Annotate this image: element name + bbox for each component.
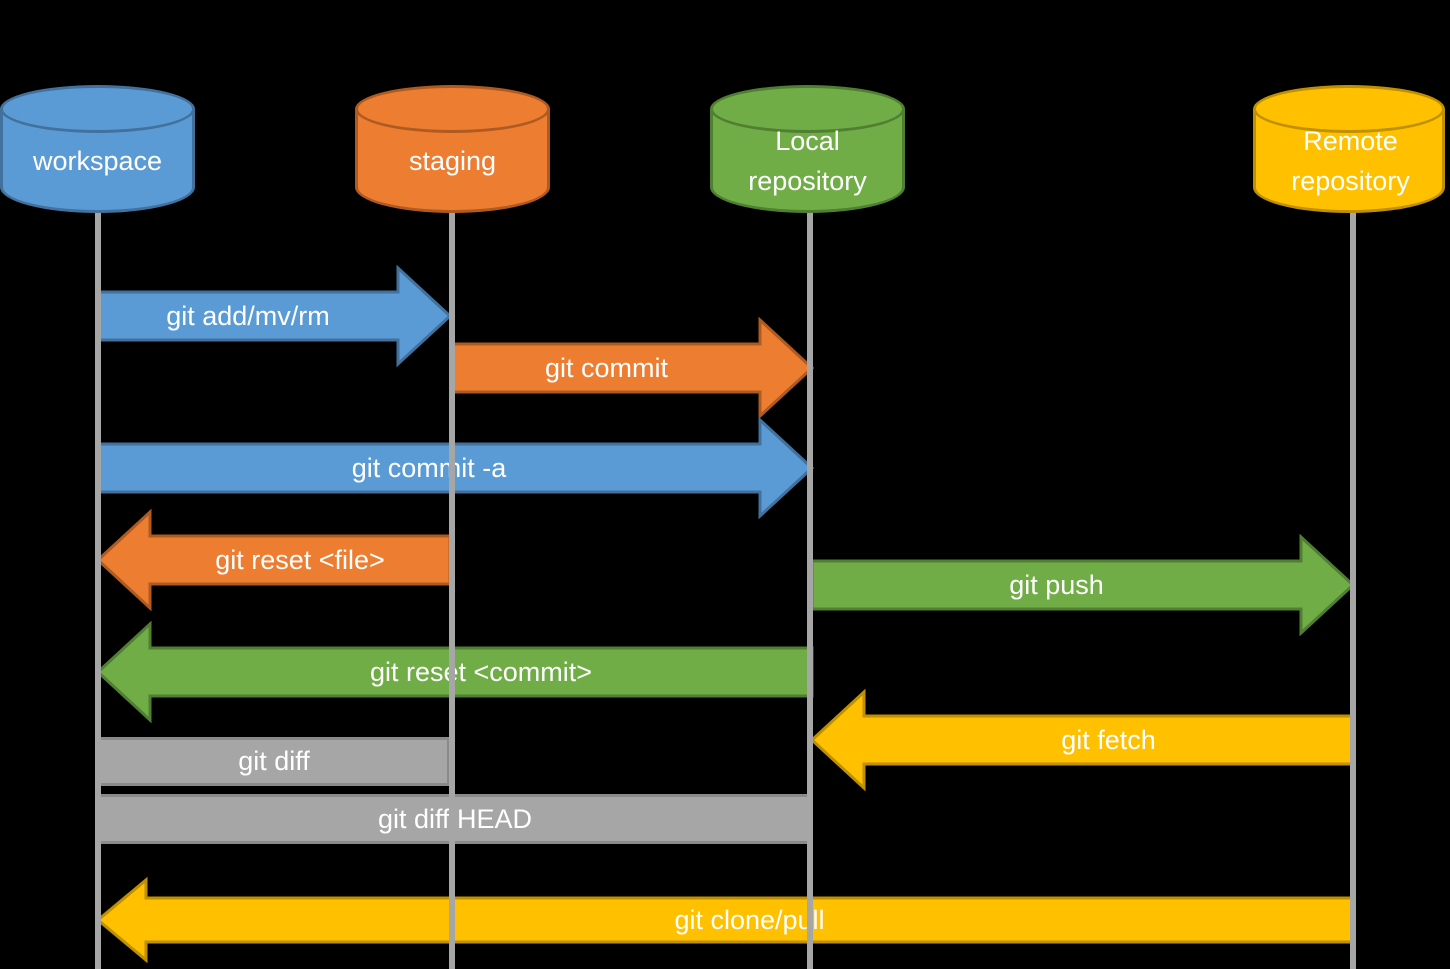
right-arrow-shape [810,533,1356,637]
lifeline-staging [449,205,455,969]
arrow-label: git reset <commit> [369,656,593,687]
node-staging: staging [355,85,550,213]
left-arrow-shape [95,620,814,724]
node-label: workspace [32,145,163,176]
arrow-git-add-mv-rm: git add/mv/rm [96,264,453,368]
bar-git-diff: git diff [98,737,450,786]
bar-git-diff-head: git diff HEAD [98,794,812,844]
arrow-label: git push [1009,569,1104,600]
arrow-git-reset-file: git reset <file> [95,508,452,612]
arrow-git-commit: git commit [451,316,815,420]
left-arrow-shape [95,508,452,612]
arrow-label: git commit -a [351,452,507,483]
arrow-label: git commit [544,352,669,383]
right-arrow-shape [96,416,815,520]
node-label: staging [408,145,497,176]
arrow-git-fetch: git fetch [809,688,1355,792]
lifeline-remote-repository [1350,205,1356,969]
cylinder-top [1253,85,1445,133]
arrow-git-reset-commit: git reset <commit> [95,620,814,724]
node-local-repository: Local repository [710,85,905,213]
cylinder-top [710,85,905,133]
arrow-label: git add/mv/rm [166,300,330,331]
arrow-git-push: git push [810,533,1356,637]
cylinder-top [355,85,550,133]
lifeline-workspace [95,205,101,969]
node-label: Local repository [748,125,867,197]
node-label: Remote repository [1291,125,1410,197]
node-workspace: workspace [0,85,195,213]
left-arrow-shape [95,876,1355,964]
arrow-label: git reset <file> [215,544,385,575]
cylinder-top [0,85,195,133]
lifeline-local-repository [807,205,813,969]
arrow-git-commit-a: git commit -a [96,416,815,520]
arrow-label: git fetch [1061,724,1156,755]
right-arrow-shape [451,316,815,420]
arrow-git-clone-pull: git clone/pull [95,876,1355,964]
right-arrow-shape [96,264,453,368]
arrow-label: git clone/pull [674,904,825,935]
node-remote-repository: Remote repository [1253,85,1445,213]
left-arrow-shape [809,688,1355,792]
